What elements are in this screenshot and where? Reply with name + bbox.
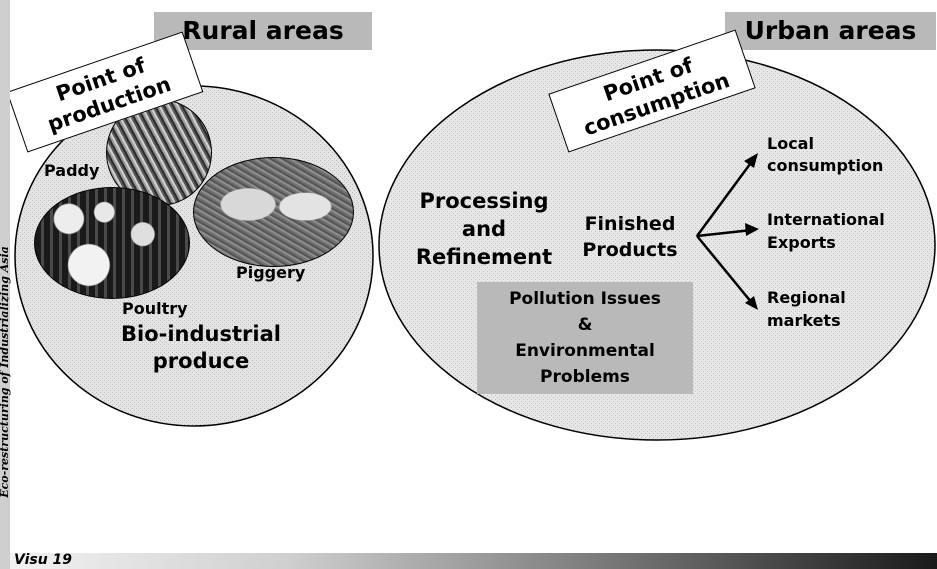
regional-line2: markets [767,311,841,330]
bio-industrial-produce: Bio-industrial produce [101,321,301,375]
footer-bar [10,553,937,569]
piggery-label: Piggery [236,263,306,282]
finished-line2: Products [582,239,678,261]
dest-international-exports: International Exports [767,208,885,254]
dest-local-consumption: Local consumption [767,133,883,177]
exports-line2: Exports [767,233,836,252]
side-caption: Eco-restructuring of Industrializing Asi… [0,246,11,498]
pollution-line3: Environmental [515,341,655,361]
local-line2: consumption [767,156,884,175]
local-line1: Local [767,134,814,153]
arrowhead-local [744,153,758,168]
pollution-issues-box: Pollution Issues & Environmental Problem… [477,282,693,394]
arrow-exports [696,228,753,238]
arrow-regional [696,235,753,304]
processing-line1: Processing [419,189,549,213]
processing-line3: Refinement [415,245,553,269]
finished-line1: Finished [584,213,676,235]
paddy-label: Paddy [44,161,100,180]
arrow-local [695,159,755,237]
pollution-line2: & [577,315,593,335]
arrowhead-exports [745,223,759,236]
rural-title: Rural areas [154,12,372,50]
exports-line1: International [767,210,885,229]
pollution-line1: Pollution Issues [509,289,661,309]
poultry-label: Poultry [122,299,188,318]
distribution-arrows [695,159,755,304]
side-strip [0,0,10,569]
regional-line1: Regional [767,288,846,307]
arrowhead-regional [745,296,758,310]
footer-label: Visu 19 [14,552,73,568]
produce-line2: produce [152,349,250,373]
processing-line2: and [461,217,507,241]
processing-refinement: Processing and Refinement [402,187,566,271]
urban-title: Urban areas [725,12,936,50]
poultry-photo [34,187,190,299]
dest-regional-markets: Regional markets [767,286,846,332]
produce-line1: Bio-industrial [121,322,281,346]
pollution-line4: Problems [540,367,630,387]
finished-products: Finished Products [569,211,691,263]
piggery-photo [193,157,354,267]
